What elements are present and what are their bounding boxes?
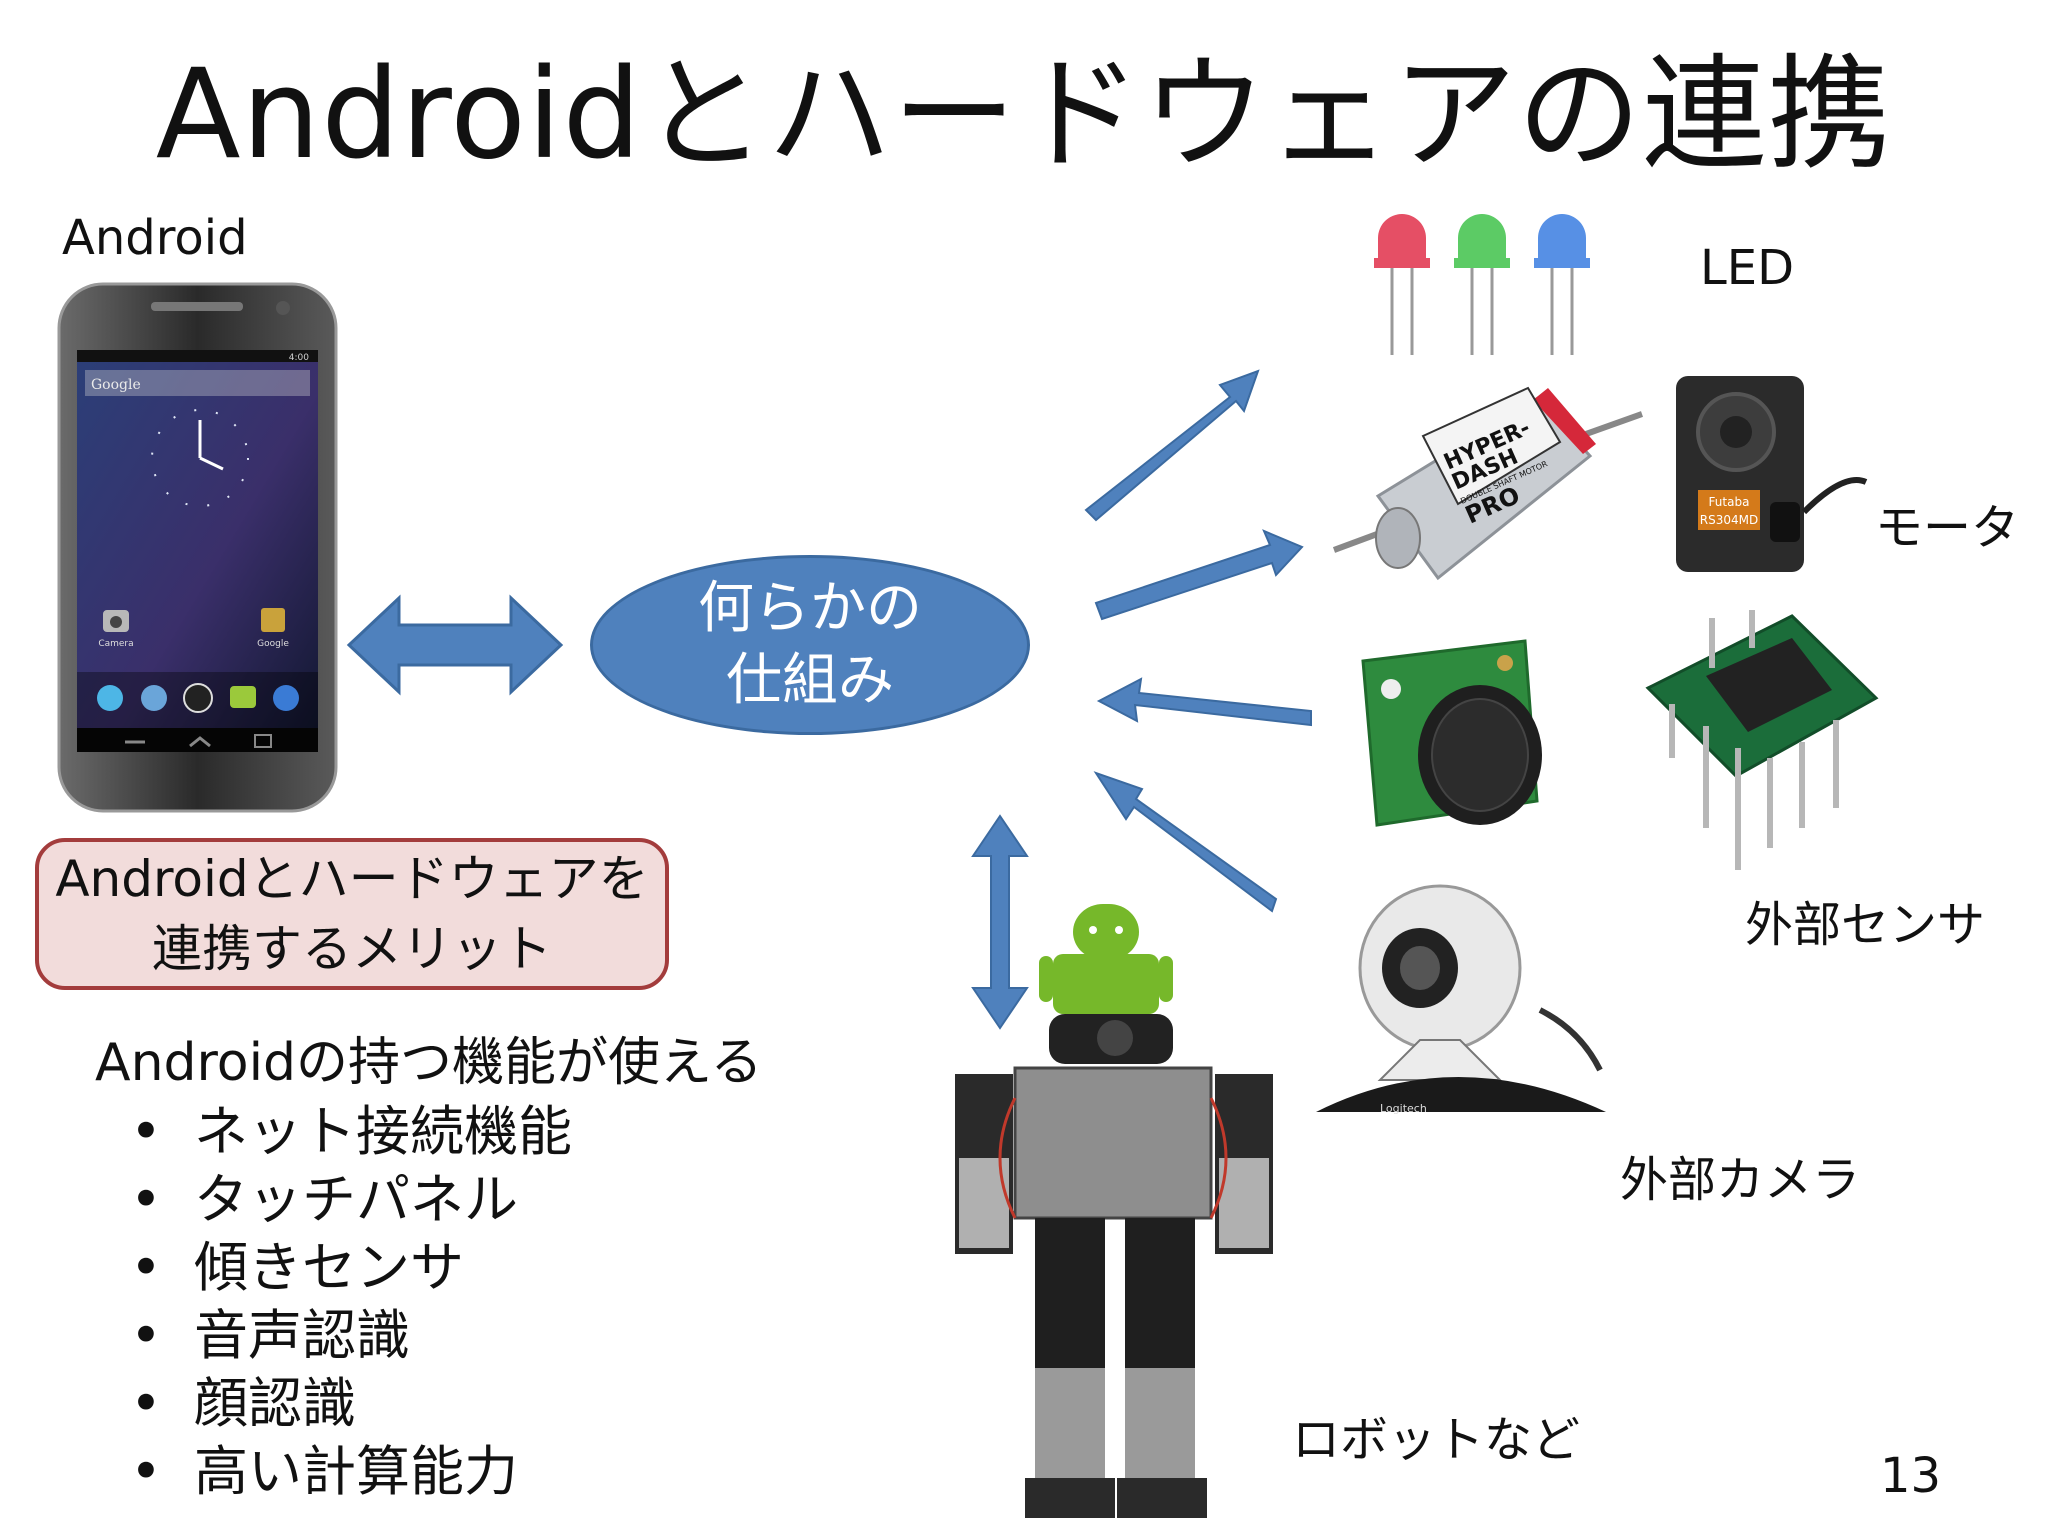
phone-status-time: 4:00 [289,353,309,363]
bullet-point: • [130,1440,162,1503]
servo-model-text: RS304MD [1700,513,1758,527]
bullet-point: • [130,1372,162,1435]
ultrasonic-sensor-image [1361,639,1542,827]
bullet-point: • [130,1304,162,1367]
feature-item: • 音声認識 [130,1302,572,1370]
arrow-to-motor [1094,529,1304,621]
arrow-from-sensor [1096,677,1312,727]
merit-line-1: Androidとハードウェアを [55,850,649,908]
feature-item-text: タッチパネル [194,1168,518,1231]
robot-label: ロボットなど [1292,1412,1581,1468]
led-label: LED [1700,240,1795,296]
ic-breakout-image [1645,610,1879,870]
feature-item: • タッチパネル [130,1166,572,1234]
arrow-from-camera [1093,771,1278,913]
mechanism-line-2: 仕組み [726,648,894,713]
merit-line-2: 連携するメリット [152,920,552,978]
feature-list: • ネット接続機能 • タッチパネル • 傾きセンサ • 音声認識 • 顔認識 • 高い計算… [130,1098,572,1506]
feature-item-text: 顔認識 [194,1372,356,1435]
robot-double-arrow [971,814,1029,1030]
android-label: Android [62,210,248,266]
motor-label: モータ [1875,500,2020,556]
mechanism-line-1: 何らかの [698,576,922,641]
bullet-point: • [130,1236,162,1299]
feature-item-text: ネット接続機能 [194,1100,572,1163]
servo-brand-text: Futaba [1709,495,1750,509]
mechanism-ellipse: 何らかの 仕組み [590,555,1030,735]
feature-item: • 高い計算能力 [130,1438,572,1506]
phone-app-google-label: Google [257,639,289,649]
bullet-point: • [130,1100,162,1163]
phone-app-camera-label: Camera [98,639,133,649]
arrow-to-led [1084,369,1260,522]
feature-item-text: 音声認識 [194,1304,410,1367]
merit-box: Androidとハードウェアを 連携するメリット [35,838,669,990]
bullet-point: • [130,1168,162,1231]
feature-item: • 傾きセンサ [130,1234,572,1302]
led-image [1374,214,1590,355]
phone-search-text: Google [91,377,141,393]
webcam-image: Logitech [1316,884,1606,1115]
servo-motor-image: Futaba RS304MD [1676,376,1868,572]
humanoid-robot-image [955,904,1273,1518]
phone-mechanism-double-arrow [346,594,564,696]
feature-item-text: 傾きセンサ [194,1236,464,1299]
sensor-label: 外部センサ [1745,897,1986,953]
webcam-brand-text: Logitech [1380,1102,1427,1115]
page-number: 13 [1880,1448,1942,1504]
slide-title: Androidとハードウェアの連携 [155,43,1893,187]
feature-item-text: 高い計算能力 [194,1440,518,1503]
feature-item: • ネット接続機能 [130,1098,572,1166]
feature-item: • 顔認識 [130,1370,572,1438]
dc-motor-image: HYPER- DASH DOUBLE SHAFT MOTOR PRO [1332,386,1644,581]
android-phone-image: 4:00 Google Camera Google [57,282,338,813]
feature-heading: Androidの持つ機能が使える [95,1033,763,1093]
camera-label: 外部カメラ [1620,1152,1861,1208]
